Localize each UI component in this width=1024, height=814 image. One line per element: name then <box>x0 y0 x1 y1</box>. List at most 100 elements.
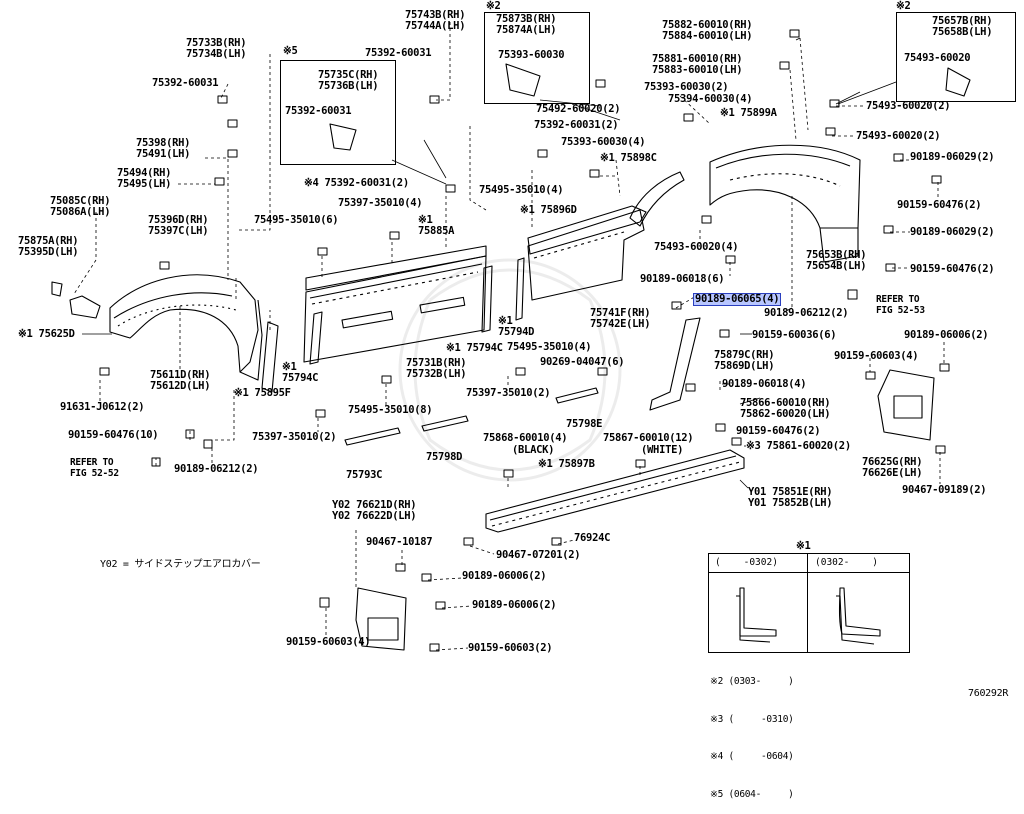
part-label-p66[interactable]: 75493-60020 <box>904 52 971 64</box>
part-label-p55[interactable]: 90189-06065(4) <box>692 293 782 306</box>
part-label-p76[interactable]: 90467-09189(2) <box>902 484 987 496</box>
part-label-p50[interactable]: 75881-60010(RH) 75883-60010(LH) <box>652 53 743 76</box>
inset-box-right-mark: ※2 <box>896 0 911 12</box>
part-label-p68[interactable]: 75493-60020(2) <box>856 130 941 142</box>
part-label-p60[interactable]: 90189-06018(4) <box>722 378 807 390</box>
part-label-p09[interactable]: ※4 75392-60031(2) <box>304 177 409 189</box>
part-label-p03[interactable]: 75392-60031 <box>365 47 432 59</box>
inset-box-left-mark: ※5 <box>283 45 298 57</box>
side-step-75851e <box>485 449 745 533</box>
part-label-p12[interactable]: 75396D(RH) 75397C(LH) <box>148 214 209 237</box>
part-label-p78[interactable]: 90467-10187 <box>366 536 433 548</box>
part-label-p67[interactable]: 75493-60020(2) <box>866 100 951 112</box>
part-label-p77[interactable]: Y02 76621D(RH) Y02 76622D(LH) <box>332 499 417 522</box>
inset-box-middle-mark: ※2 <box>486 0 501 12</box>
part-label-p71[interactable]: 90189-06029(2) <box>910 226 995 238</box>
part-label-p75[interactable]: 76625G(RH) 76626E(LH) <box>862 456 923 479</box>
part-label-p17[interactable]: 75611D(RH) 75612D(LH) <box>150 369 211 392</box>
part-label-p24[interactable]: 75397-35010(2) <box>466 387 551 399</box>
part-label-p49[interactable]: 75882-60010(RH) 75884-60010(LH) <box>662 19 753 42</box>
inset-box-drawings <box>329 63 971 151</box>
part-label-p40[interactable]: ※1 75794D <box>498 315 535 338</box>
rear-quarter-strip-75879c <box>649 317 701 411</box>
part-label-p42[interactable]: 90269-04047(6) <box>540 356 625 368</box>
part-label-p30[interactable]: 75873B(RH) 75874A(LH) <box>496 13 557 36</box>
part-label-p79[interactable]: 76924C <box>574 532 611 544</box>
part-label-p74[interactable]: 90159-60603(4) <box>834 350 919 362</box>
part-label-p31[interactable]: 75393-60030 <box>498 49 565 61</box>
door-moulding-panel-75885a <box>303 245 487 363</box>
arch-strip-75898c <box>629 171 685 227</box>
leader-lines <box>73 22 945 651</box>
part-label-p16[interactable]: ※1 75625D <box>18 328 75 340</box>
part-label-p81[interactable]: 90189-06006(2) <box>462 570 547 582</box>
part-label-p44[interactable]: 75868-60010(4) <box>483 432 568 444</box>
figure-id: 760292R <box>968 688 1009 699</box>
part-label-p51[interactable]: 75394-60030(4) <box>668 93 753 105</box>
part-label-p61[interactable]: 75866-60010(RH) 75862-60020(LH) <box>740 397 831 420</box>
part-label-p33[interactable]: 75492-60020(2) <box>536 103 621 115</box>
part-label-p20[interactable]: 91631-J0612(2) <box>60 401 145 413</box>
part-label-p06[interactable]: 75392-60031 <box>285 105 352 117</box>
rear-left-fender-flare <box>109 274 263 381</box>
part-label-p18[interactable]: ※1 75794C <box>282 361 319 384</box>
part-label-p52[interactable]: ※1 75899A <box>720 107 777 119</box>
part-label-p70[interactable]: 90159-60476(2) <box>897 199 982 211</box>
part-label-p19[interactable]: ※1 75895F <box>234 387 291 399</box>
part-label-p73[interactable]: 90189-06006(2) <box>904 329 989 341</box>
part-label-p57[interactable]: 75653B(RH) 75654B(LH) <box>806 249 867 272</box>
part-label-p35[interactable]: 75393-60030(4) <box>561 136 646 148</box>
part-label-p14[interactable]: ※1 75885A <box>418 214 455 237</box>
part-label-p08[interactable]: 75494(RH) 75495(LH) <box>117 167 172 190</box>
part-label-p25[interactable]: 90159-60476(10) <box>68 429 159 441</box>
part-label-p69[interactable]: 90189-06029(2) <box>910 151 995 163</box>
part-label-p39[interactable]: 75741F(RH) 75742E(LH) <box>590 307 651 330</box>
part-label-p13[interactable]: 75495-35010(6) <box>254 214 339 226</box>
part-label-p32[interactable]: 75393-60030(2) <box>644 81 729 93</box>
part-label-p37[interactable]: 75495-35010(4) <box>479 184 564 196</box>
part-label-p02[interactable]: 75733B(RH) 75734B(LH) <box>186 37 247 60</box>
part-label-p29[interactable]: 75798D <box>426 451 463 463</box>
part-label-p15[interactable]: 75875A(RH) 75395D(LH) <box>18 235 79 258</box>
part-label-p84[interactable]: 90159-60603(2) <box>468 642 553 654</box>
part-label-p34[interactable]: 75392-60031(2) <box>534 119 619 131</box>
part-label-p10[interactable]: 75085C(RH) 75086A(LH) <box>50 195 111 218</box>
part-label-p38[interactable]: ※1 75896D <box>520 204 577 216</box>
part-label-p07[interactable]: 75398(RH) 75491(LH) <box>136 137 191 160</box>
legend-sketches <box>736 587 881 645</box>
part-label-p28[interactable]: 75793C <box>346 469 383 481</box>
part-label-p11[interactable]: 75397-35010(4) <box>338 197 423 209</box>
part-label-p45[interactable]: (BLACK) <box>512 444 555 456</box>
part-label-p26[interactable]: 75397-35010(2) <box>252 431 337 443</box>
part-label-p36[interactable]: ※1 75898C <box>600 152 657 164</box>
part-label-p22[interactable]: 75731B(RH) 75732B(LH) <box>406 357 467 380</box>
pillar-strip-75794d <box>515 257 525 321</box>
part-label-p43[interactable]: 75798E <box>566 418 603 430</box>
part-label-p59[interactable]: 75879C(RH) 75869D(LH) <box>714 349 775 372</box>
part-label-p72[interactable]: 90159-60476(2) <box>910 263 995 275</box>
part-label-p47[interactable]: (WHITE) <box>641 444 684 456</box>
part-label-p27[interactable]: 90189-06212(2) <box>174 463 259 475</box>
part-label-p41[interactable]: 75495-35010(4) <box>507 341 592 353</box>
part-label-p05[interactable]: 75392-60031 <box>152 77 219 89</box>
part-label-p80[interactable]: 90467-07201(2) <box>496 549 581 561</box>
part-label-p48[interactable]: ※1 75897B <box>538 458 595 470</box>
part-label-p58[interactable]: 90159-60036(6) <box>752 329 837 341</box>
inset-pointers <box>391 81 897 185</box>
part-label-p54[interactable]: 90189-06018(6) <box>640 273 725 285</box>
part-label-p01[interactable]: 75743B(RH) 75744A(LH) <box>405 9 466 32</box>
part-label-p62[interactable]: 90159-60476(2) <box>736 425 821 437</box>
part-label-p46[interactable]: 75867-60010(12) <box>603 432 694 444</box>
part-label-p56[interactable]: 90189-06212(2) <box>764 307 849 319</box>
part-label-p63[interactable]: ※3 75861-60020(2) <box>746 440 851 452</box>
part-label-p82[interactable]: 90189-06006(2) <box>472 599 557 611</box>
part-label-p64[interactable]: Y01 75851E(RH) Y01 75852B(LH) <box>748 486 833 509</box>
part-label-p21[interactable]: 75495-35010(8) <box>348 404 433 416</box>
part-label-p83[interactable]: 90159-60603(4) <box>286 636 371 648</box>
part-label-p53[interactable]: 75493-60020(4) <box>654 241 739 253</box>
part-label-p23[interactable]: ※1 75794C <box>446 342 503 354</box>
legend-col-1: ( -0302) <box>715 557 778 568</box>
part-label-p65[interactable]: 75657B(RH) 75658B(LH) <box>932 15 993 38</box>
part-label-p04[interactable]: 75735C(RH) 75736B(LH) <box>318 69 379 92</box>
